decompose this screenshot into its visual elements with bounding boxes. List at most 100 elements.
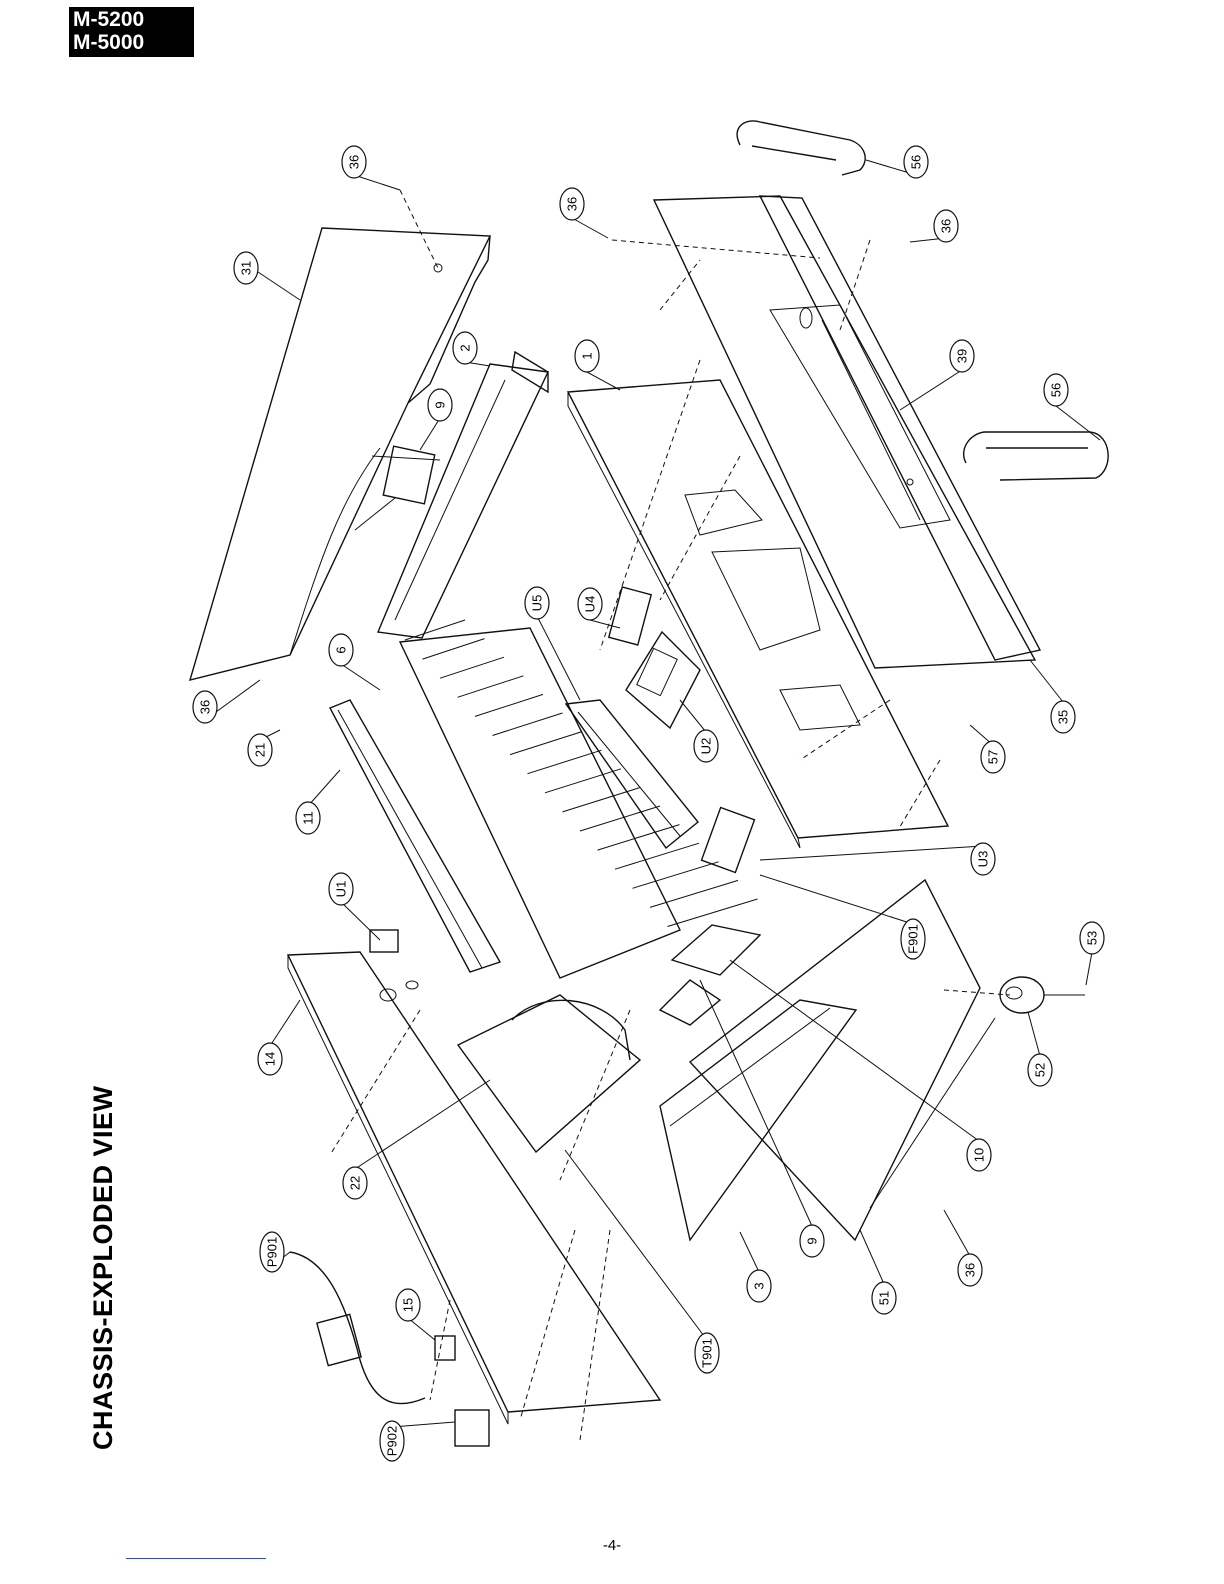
callout-u1: U1 bbox=[329, 873, 353, 905]
svg-text:U3: U3 bbox=[976, 851, 991, 868]
leader-line bbox=[860, 1230, 884, 1284]
bottom-plate-part bbox=[690, 880, 995, 1240]
svg-text:56: 56 bbox=[1049, 383, 1064, 397]
footer-rule bbox=[126, 1558, 266, 1559]
svg-text:35: 35 bbox=[1056, 710, 1071, 724]
svg-text:6: 6 bbox=[334, 646, 349, 653]
callout-11: 11 bbox=[296, 802, 320, 834]
heatsink-fin bbox=[493, 713, 563, 736]
svg-text:9: 9 bbox=[433, 401, 448, 408]
leader-line bbox=[730, 960, 979, 1141]
leader-line bbox=[1028, 1012, 1040, 1056]
svg-text:2: 2 bbox=[458, 344, 473, 351]
callout-10: 10 bbox=[967, 1139, 991, 1171]
svg-text:53: 53 bbox=[1085, 931, 1100, 945]
callout-u5: U5 bbox=[525, 587, 549, 619]
svg-text:U5: U5 bbox=[530, 595, 545, 612]
leader-line bbox=[590, 620, 620, 628]
svg-text:36: 36 bbox=[939, 219, 954, 233]
callout-36-heatsink: 36 bbox=[193, 691, 217, 723]
callout-p902: P902 bbox=[380, 1421, 404, 1461]
leader-line bbox=[760, 846, 983, 860]
board-u5-part bbox=[566, 700, 698, 848]
svg-text:22: 22 bbox=[348, 1176, 363, 1190]
callout-56-upper: 56 bbox=[904, 146, 928, 178]
rear-panel-part bbox=[568, 380, 948, 848]
svg-text:15: 15 bbox=[401, 1298, 416, 1312]
callout-t901: T901 bbox=[695, 1333, 719, 1373]
leader-line bbox=[392, 1422, 455, 1427]
leader-line bbox=[565, 1150, 707, 1340]
callout-6: 6 bbox=[329, 634, 353, 666]
callout-9-bottom: 9 bbox=[800, 1225, 824, 1257]
callout-56-lower: 56 bbox=[1044, 374, 1068, 406]
callout-p901: P901 bbox=[260, 1232, 284, 1272]
front-bracket-part bbox=[660, 1000, 856, 1240]
callout-57: 57 bbox=[981, 741, 1005, 773]
heatsink-part bbox=[400, 620, 758, 978]
heatsink-fin bbox=[528, 750, 602, 774]
leader-line bbox=[355, 1080, 490, 1169]
svg-text:51: 51 bbox=[877, 1291, 892, 1305]
callout-9-top: 9 bbox=[428, 389, 452, 421]
svg-text:57: 57 bbox=[986, 750, 1001, 764]
callout-u3: U3 bbox=[971, 843, 995, 875]
heatsink-bar-part bbox=[330, 700, 500, 972]
leader-line bbox=[680, 700, 706, 732]
board-u3-part bbox=[702, 808, 755, 873]
leader-line bbox=[1030, 660, 1063, 702]
callout-52: 52 bbox=[1028, 1054, 1052, 1086]
leader-line bbox=[944, 1210, 970, 1256]
board-u4-part bbox=[609, 587, 651, 645]
heatsink-fin bbox=[563, 787, 641, 812]
heatsink-fin bbox=[615, 843, 699, 869]
board-u1-part bbox=[370, 930, 398, 952]
callout-22: 22 bbox=[343, 1167, 367, 1199]
leader-line bbox=[760, 875, 913, 924]
svg-text:36: 36 bbox=[347, 155, 362, 169]
transformer-part bbox=[458, 995, 640, 1152]
callout-21: 21 bbox=[248, 734, 272, 766]
leader-line bbox=[354, 175, 400, 190]
svg-text:31: 31 bbox=[239, 261, 254, 275]
svg-text:T901: T901 bbox=[700, 1338, 715, 1368]
svg-text:10: 10 bbox=[972, 1148, 987, 1162]
svg-text:11: 11 bbox=[301, 811, 316, 825]
callout-36-front-right: 36 bbox=[934, 210, 958, 242]
svg-text:14: 14 bbox=[263, 1052, 278, 1066]
leader-line bbox=[1086, 952, 1092, 985]
callout-2: 2 bbox=[453, 332, 477, 364]
callout-u4: U4 bbox=[578, 588, 602, 620]
assembly-guide-lines bbox=[330, 190, 1010, 1440]
svg-text:F901: F901 bbox=[906, 924, 921, 954]
handle-upper-part bbox=[737, 121, 865, 175]
leader-line bbox=[900, 370, 962, 410]
callout-53: 53 bbox=[1080, 922, 1104, 954]
callout-36-front-left: 36 bbox=[560, 188, 584, 220]
svg-text:36: 36 bbox=[565, 197, 580, 211]
heatsink-fin bbox=[475, 694, 543, 716]
socket-part bbox=[435, 1336, 489, 1446]
callout-14: 14 bbox=[258, 1043, 282, 1075]
callout-36-top-cover: 36 bbox=[342, 146, 366, 178]
bracket-part bbox=[378, 352, 548, 638]
callout-f901: F901 bbox=[901, 919, 925, 959]
svg-text:36: 36 bbox=[963, 1263, 978, 1277]
leader-line bbox=[308, 770, 340, 806]
leader-line bbox=[537, 616, 580, 700]
heatsink-fin bbox=[405, 620, 465, 640]
svg-text:9: 9 bbox=[805, 1237, 820, 1244]
callout-51: 51 bbox=[872, 1282, 896, 1314]
leader-line bbox=[740, 1232, 759, 1272]
foot-part bbox=[1000, 977, 1085, 1013]
power-cord-part bbox=[290, 1252, 425, 1404]
page-number: -4- bbox=[0, 1537, 1224, 1554]
leader-line bbox=[258, 272, 300, 300]
svg-text:52: 52 bbox=[1033, 1063, 1048, 1077]
callout-15: 15 bbox=[396, 1289, 420, 1321]
callout-1: 1 bbox=[575, 340, 599, 372]
leader-line bbox=[1056, 406, 1100, 440]
board-u2-part bbox=[626, 632, 700, 728]
leader-line bbox=[420, 418, 440, 450]
